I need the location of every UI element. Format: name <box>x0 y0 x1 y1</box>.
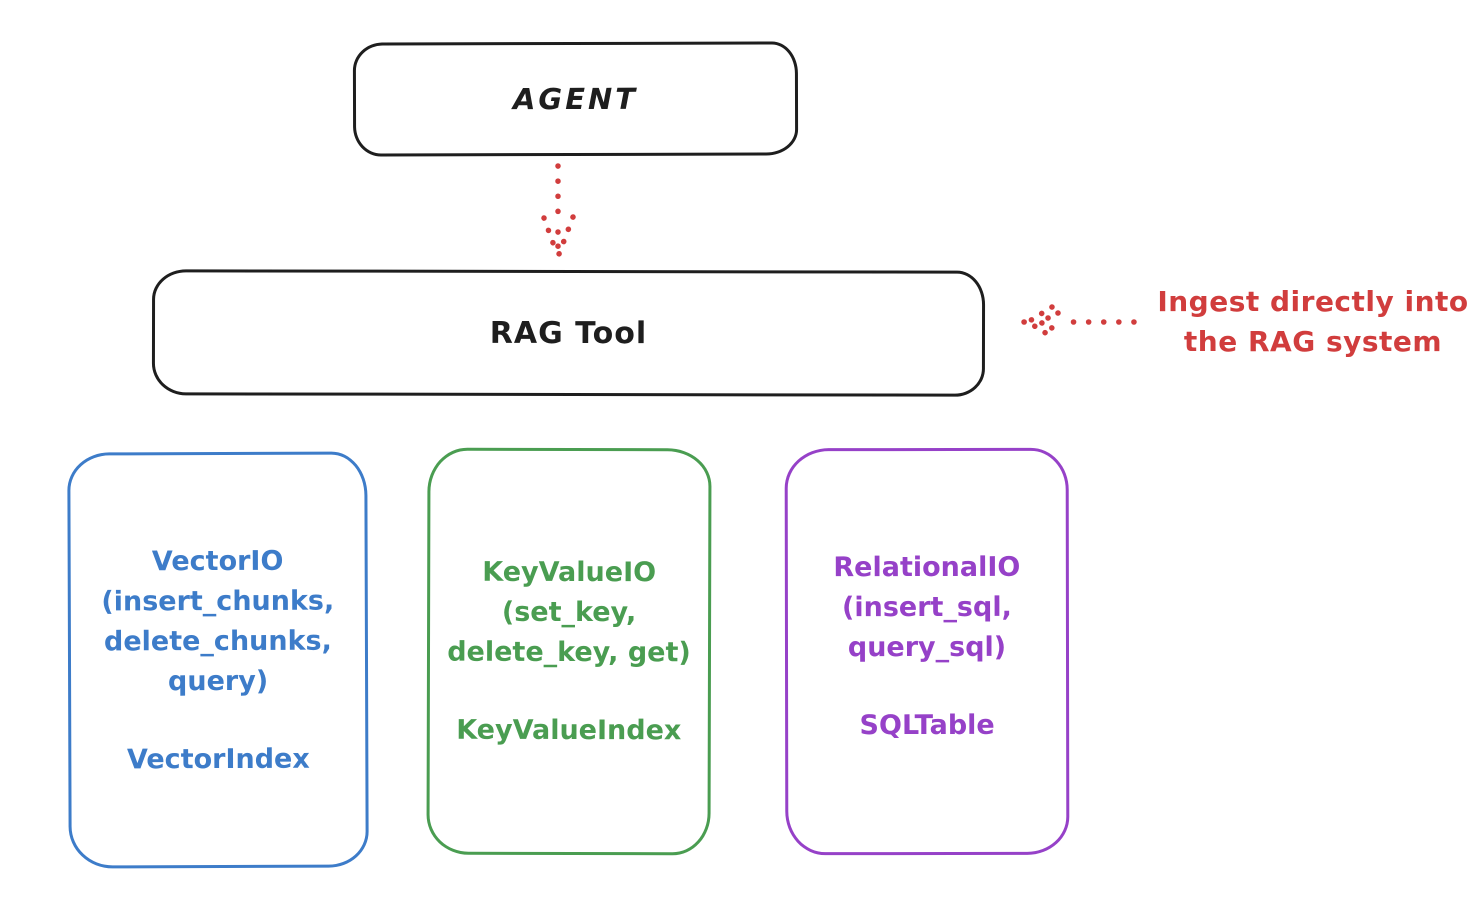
vector-io-line: delete_chunks, <box>103 625 332 658</box>
keyvalue-io-line: (set_key, <box>501 596 637 629</box>
relational-io-box: RelationalIO (insert_sql, query_sql) SQL… <box>784 447 1070 856</box>
vector-io-line: query) <box>167 665 269 698</box>
vector-io-box: VectorIO (insert_chunks, delete_chunks, … <box>67 451 369 869</box>
agent-label: AGENT <box>512 81 639 117</box>
keyvalue-io-box: KeyValueIO (set_key, delete_key, get) Ke… <box>426 447 712 856</box>
relational-io-line: query_sql) <box>847 631 1007 664</box>
ingest-arrow-icon <box>1021 304 1137 340</box>
vector-io-line: VectorIO <box>151 545 284 578</box>
vector-index-label: VectorIndex <box>126 743 310 776</box>
ingest-annotation-line2: the RAG system <box>1183 325 1443 358</box>
ingest-annotation: Ingest directly into the RAG system <box>1142 282 1484 362</box>
relational-io-line: (insert_sql, <box>841 591 1012 624</box>
relational-io-line: RelationalIO <box>833 551 1021 584</box>
keyvalue-io-line: KeyValueIO <box>482 556 657 589</box>
keyvalue-io-line: delete_key, get) <box>447 636 691 669</box>
agent-box: AGENT <box>352 41 799 157</box>
ingest-annotation-line1: Ingest directly into <box>1157 285 1469 318</box>
vector-io-line: (insert_chunks, <box>101 585 335 618</box>
keyvalue-index-label: KeyValueIndex <box>456 714 682 747</box>
rag-tool-box: RAG Tool <box>151 269 986 397</box>
sqltable-label: SQLTable <box>859 709 995 742</box>
rag-tool-label: RAG Tool <box>489 315 648 351</box>
agent-to-ragtool-arrow-icon <box>541 163 576 263</box>
